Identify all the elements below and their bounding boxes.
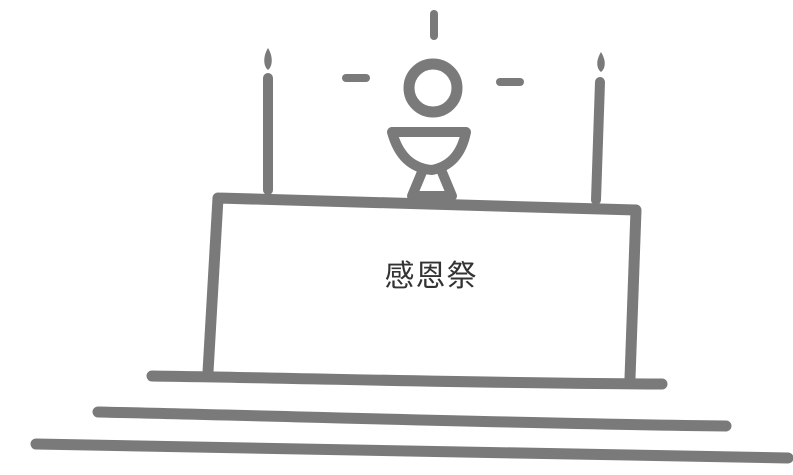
altar-label: 感恩祭 xyxy=(384,259,478,294)
altar-step-bottom xyxy=(30,438,793,464)
right-candle xyxy=(591,77,605,205)
chalice-base xyxy=(407,167,457,201)
host-wafer xyxy=(403,58,463,118)
right-candle-flame xyxy=(597,52,605,72)
altar-step-middle xyxy=(92,406,732,432)
altar-table xyxy=(202,192,642,384)
left-candle-flame xyxy=(264,48,272,70)
chalice-cup xyxy=(387,127,471,175)
altar-step-top xyxy=(146,370,668,390)
